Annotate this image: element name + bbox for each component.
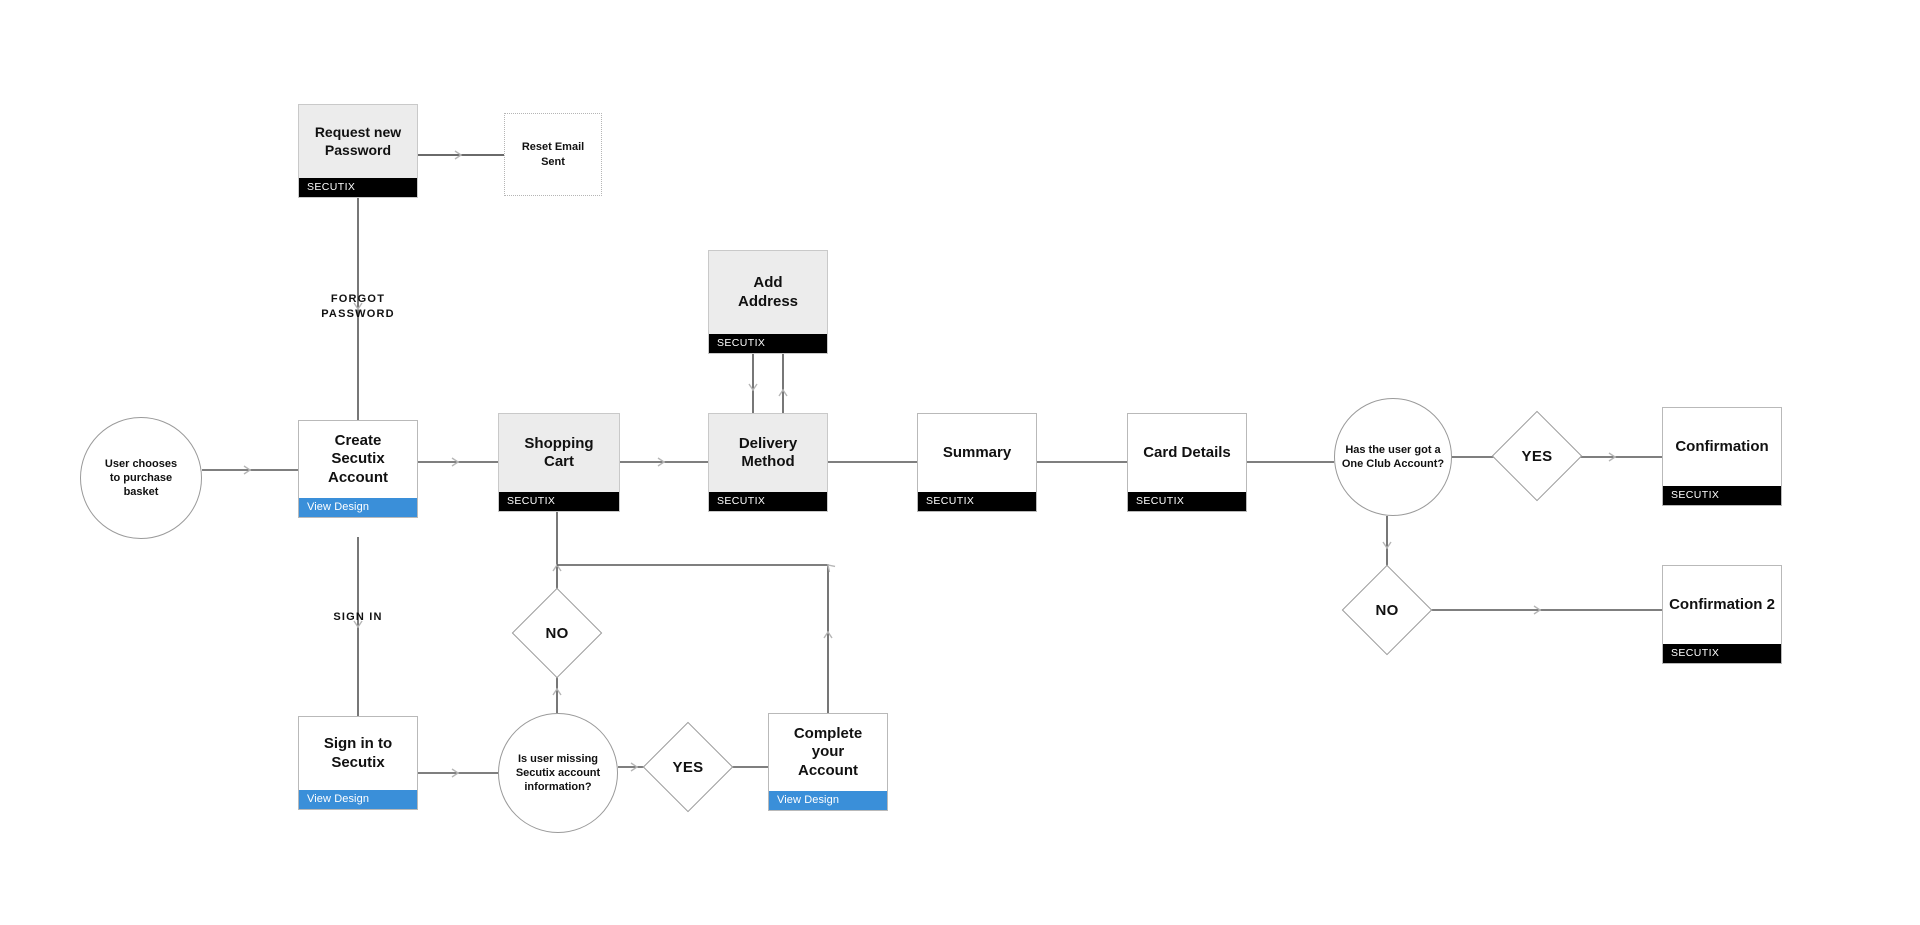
node-label-confirmation-2: Confirmation 2: [1669, 595, 1775, 613]
edge-completeaccount-to-shoppingcart: [557, 564, 836, 713]
node-decision-no-oneclub[interactable]: NO: [1341, 564, 1433, 656]
node-label-decision-no-oneclub: NO: [1375, 601, 1399, 619]
node-label-decision-no-shoppingcart: NO: [545, 624, 569, 642]
node-label-confirmation: Confirmation: [1675, 437, 1769, 455]
secutix-badge-summary: SECUTIX: [918, 492, 1036, 511]
node-label-card-details: Card Details: [1143, 443, 1231, 461]
node-label-decision-yes-missinginfo: YES: [672, 758, 704, 776]
edge-label-sign-in-label: SIGN IN: [333, 611, 383, 623]
secutix-badge-card-details: SECUTIX: [1128, 492, 1246, 511]
secutix-badge-confirmation-2: SECUTIX: [1663, 644, 1781, 663]
node-label-summary: Summary: [942, 443, 1012, 461]
node-decision-no-shoppingcart[interactable]: NO: [511, 587, 603, 679]
secutix-badge-delivery-method: SECUTIX: [709, 492, 827, 511]
secutix-badge-request-new-password: SECUTIX: [299, 178, 417, 197]
view-design-badge-sign-in-to-secutix[interactable]: View Design: [299, 790, 417, 809]
view-design-badge-create-secutix-account[interactable]: View Design: [299, 498, 417, 517]
node-label-decision-yes-oneclub: YES: [1521, 447, 1553, 465]
view-design-badge-complete-your-account[interactable]: View Design: [769, 791, 887, 810]
secutix-badge-add-address: SECUTIX: [709, 334, 827, 353]
node-decision-yes-oneclub[interactable]: YES: [1491, 410, 1583, 502]
node-confirmation-2[interactable]: Confirmation 2 SECUTIX: [1662, 565, 1782, 664]
node-decision-yes-missinginfo[interactable]: YES: [642, 721, 734, 813]
secutix-badge-confirmation: SECUTIX: [1663, 486, 1781, 505]
secutix-badge-shopping-cart: SECUTIX: [499, 492, 619, 511]
